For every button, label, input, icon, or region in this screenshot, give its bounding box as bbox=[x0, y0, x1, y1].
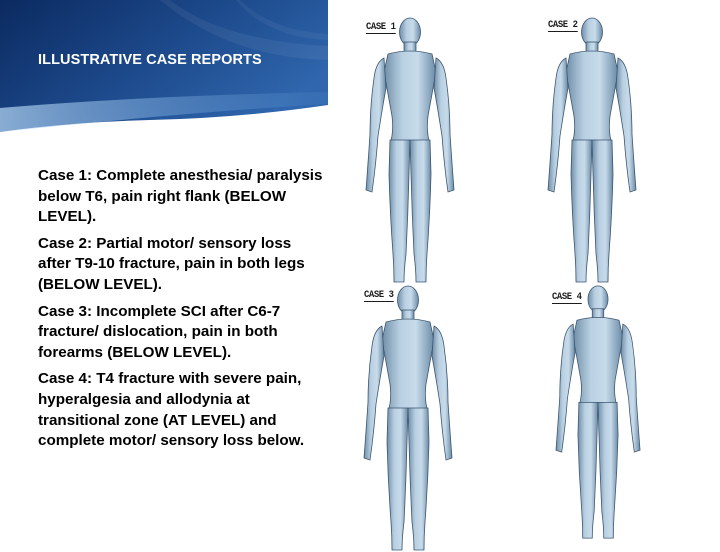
case-2-body-figure bbox=[547, 17, 637, 283]
case-3-text: Case 3: Incomplete SCI after C6-7 fractu… bbox=[38, 302, 281, 361]
case-4-text: Case 4: T4 fracture with severe pain, hy… bbox=[38, 370, 305, 450]
case-3-label: CASE 3 bbox=[364, 289, 394, 302]
case-2-label: CASE 2 bbox=[548, 19, 578, 32]
case-3-body-figure bbox=[363, 285, 453, 551]
case-2-text: Case 2: Partial motor/ sensory loss afte… bbox=[38, 234, 305, 293]
case-1-label: CASE 1 bbox=[366, 21, 396, 34]
case-4-body-figure bbox=[555, 285, 641, 539]
case-list: Case 1: Complete anesthesia/ paralysis b… bbox=[38, 166, 328, 458]
case-4-label: CASE 4 bbox=[552, 291, 582, 304]
slide-title: ILLUSTRATIVE CASE REPORTS bbox=[38, 52, 262, 68]
case-1-text: Case 1: Complete anesthesia/ paralysis b… bbox=[38, 167, 323, 226]
slide: ILLUSTRATIVE CASE REPORTS Case 1: Comple… bbox=[0, 0, 641, 551]
header-banner bbox=[0, 0, 328, 132]
case-1-body-figure bbox=[365, 17, 455, 283]
